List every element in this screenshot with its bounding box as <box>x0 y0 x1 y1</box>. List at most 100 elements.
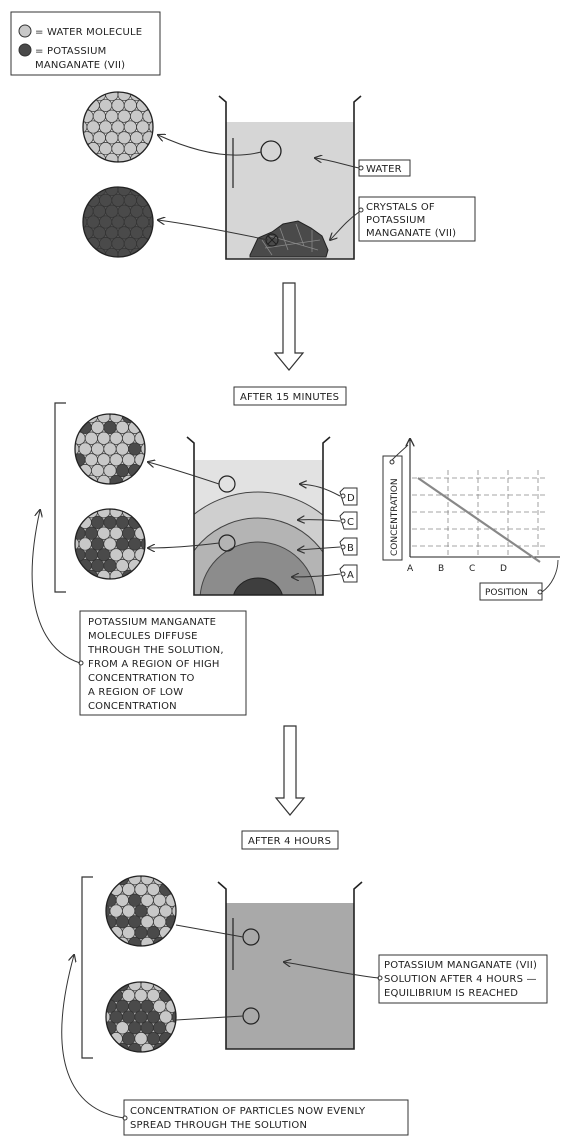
water-particle <box>109 431 123 445</box>
water-particle <box>86 120 100 134</box>
water-particle <box>109 926 123 940</box>
note-line: SOLUTION AFTER 4 HOURS — <box>384 974 537 985</box>
water-particle <box>122 431 136 445</box>
kmno4-particle <box>105 247 119 257</box>
water-particle <box>140 936 154 946</box>
kmno4-particle <box>122 1032 136 1046</box>
kmno4-particle <box>115 515 129 529</box>
kmno4-particle <box>136 237 150 251</box>
stage3-beaker <box>217 881 363 1050</box>
kmno4-particle <box>136 193 150 207</box>
water-particle <box>153 915 167 929</box>
kmno4-particle <box>123 237 137 251</box>
water-particle <box>122 453 136 467</box>
kmno4-particle <box>86 215 100 229</box>
water-particle <box>115 559 129 573</box>
kmno4-particle <box>105 226 119 240</box>
water-particle <box>115 442 129 456</box>
region-tag-b: B <box>339 537 358 556</box>
water-particle <box>99 142 113 156</box>
region-tags: D C B A <box>292 484 358 583</box>
kmno4-particle <box>99 193 113 207</box>
water-particle <box>146 904 160 918</box>
kmno4-particle <box>140 1021 154 1035</box>
water-particle <box>97 453 111 467</box>
water-particle <box>122 926 136 940</box>
water-particle <box>122 904 136 918</box>
region-a: A <box>347 570 354 581</box>
water-particle <box>91 464 105 478</box>
note-line: EQUILIBRIUM IS REACHED <box>384 988 518 999</box>
kmno4-particle <box>134 904 148 918</box>
kmno4-particle <box>128 537 142 551</box>
note-line: FROM A REGION OF HIGH <box>88 659 220 670</box>
kmno4-particle <box>99 215 113 229</box>
kmno4-particle <box>128 515 142 529</box>
stage3-title: AFTER 4 HOURS <box>241 830 339 850</box>
region-tag-a: A <box>339 564 358 583</box>
water-particle <box>140 876 154 886</box>
kmno4-particle <box>128 442 142 456</box>
kmno4-particle <box>111 193 125 207</box>
water-particle <box>109 882 123 896</box>
note-line: POTASSIUM MANGANATE (VII) <box>384 960 537 971</box>
even-spread-note: CONCENTRATION OF PARTICLES NOW EVENLYSPR… <box>61 955 409 1136</box>
water-particle <box>136 142 150 156</box>
diffusion-note: POTASSIUM MANGANATE MOLECULES DIFFUSE THRO… <box>31 510 247 716</box>
water-particle <box>130 109 144 123</box>
region-d: D <box>347 493 355 504</box>
note-line: THROUGH THE SOLUTION, <box>87 645 224 656</box>
water-particle <box>103 464 117 478</box>
legend-kmno4-label-1: = POTASSIUM <box>35 46 106 57</box>
note-line: MOLECULES DIFFUSE <box>88 631 198 642</box>
region-c: C <box>347 517 354 528</box>
water-particle <box>91 420 105 434</box>
kmno4-particle <box>148 215 153 229</box>
water-particle <box>140 893 154 907</box>
kmno4-particle <box>117 226 131 240</box>
kmno4-particle <box>146 1032 160 1046</box>
water-particle <box>159 904 173 918</box>
water-particle <box>78 515 92 529</box>
water-particle <box>115 420 129 434</box>
stage3-zoom-top <box>105 875 177 947</box>
kmno4-particle <box>111 215 125 229</box>
water-particle <box>122 548 136 562</box>
water-particle <box>111 120 125 134</box>
water-particle <box>103 537 117 551</box>
water-particle <box>136 120 150 134</box>
water-particle <box>99 120 113 134</box>
water-particle <box>153 893 167 907</box>
kmno4-particle <box>109 988 123 1002</box>
region-tag-c: C <box>339 511 358 530</box>
water-particle <box>109 904 123 918</box>
kmno4-particle <box>130 204 144 218</box>
kmno4-particle <box>103 559 117 573</box>
region-b: B <box>347 543 354 554</box>
chart-series-line <box>417 477 541 563</box>
water-particle <box>140 1042 154 1052</box>
kmno4-particle <box>123 215 137 229</box>
water-particle <box>128 420 142 434</box>
water-particle <box>97 414 111 424</box>
kmno4-particle <box>92 226 106 240</box>
kmno4-particle <box>117 187 131 197</box>
water-particle <box>92 109 106 123</box>
stage2-zoom-top <box>74 413 146 485</box>
water-particle <box>117 152 131 162</box>
water-particle <box>128 559 142 573</box>
kmno4-particle <box>134 1010 148 1024</box>
water-particle <box>109 414 123 424</box>
stage3-zoom-bottom <box>105 981 177 1053</box>
water-molecule-icon <box>18 24 32 38</box>
note-line: POTASSIUM MANGANATE <box>88 617 216 628</box>
kmno4-particle <box>159 988 173 1002</box>
kmno4-particle <box>115 537 129 551</box>
water-particle <box>128 982 142 992</box>
water-label: WATER <box>366 164 402 175</box>
kmno4-particle <box>123 193 137 207</box>
water-particle <box>92 131 106 145</box>
chart-ylabel-box: CONCENTRATION <box>382 444 409 561</box>
